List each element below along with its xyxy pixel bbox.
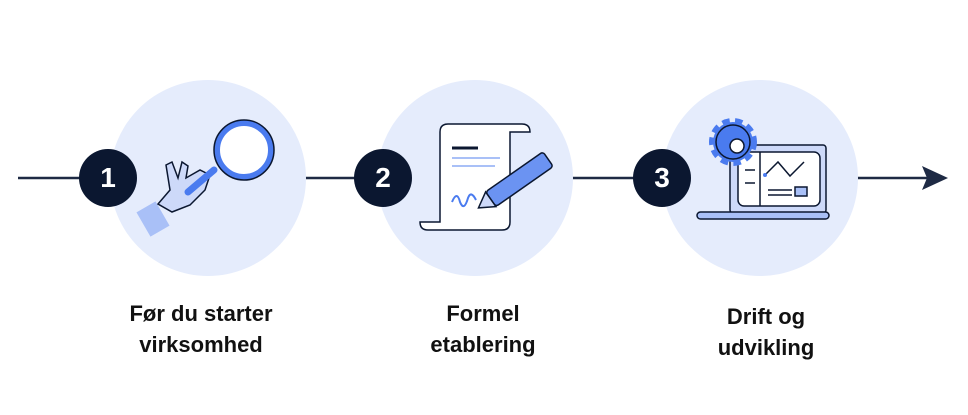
step-label-line: etablering (430, 332, 536, 357)
step-badge-1: 1 (79, 149, 137, 207)
step-badge-2: 2 (354, 149, 412, 207)
magnifier-hand-icon (136, 119, 275, 237)
arrow-head-icon (922, 166, 948, 190)
step-label-line: udvikling (717, 335, 815, 360)
step-badge-3: 3 (633, 149, 691, 207)
step-label-1: Før du starter virksomhed (81, 298, 321, 360)
gear-laptop-icon (696, 118, 830, 220)
step-label-line: Drift og (726, 304, 806, 329)
step-label-line: Formel (446, 301, 520, 326)
step-label-line: virksomhed (139, 332, 263, 357)
step-label-3: Drift og udvikling (646, 301, 886, 363)
step-label-line: Før du starter (129, 301, 273, 326)
document-pen-icon (419, 123, 553, 231)
step-label-2: Formel etablering (363, 298, 603, 360)
